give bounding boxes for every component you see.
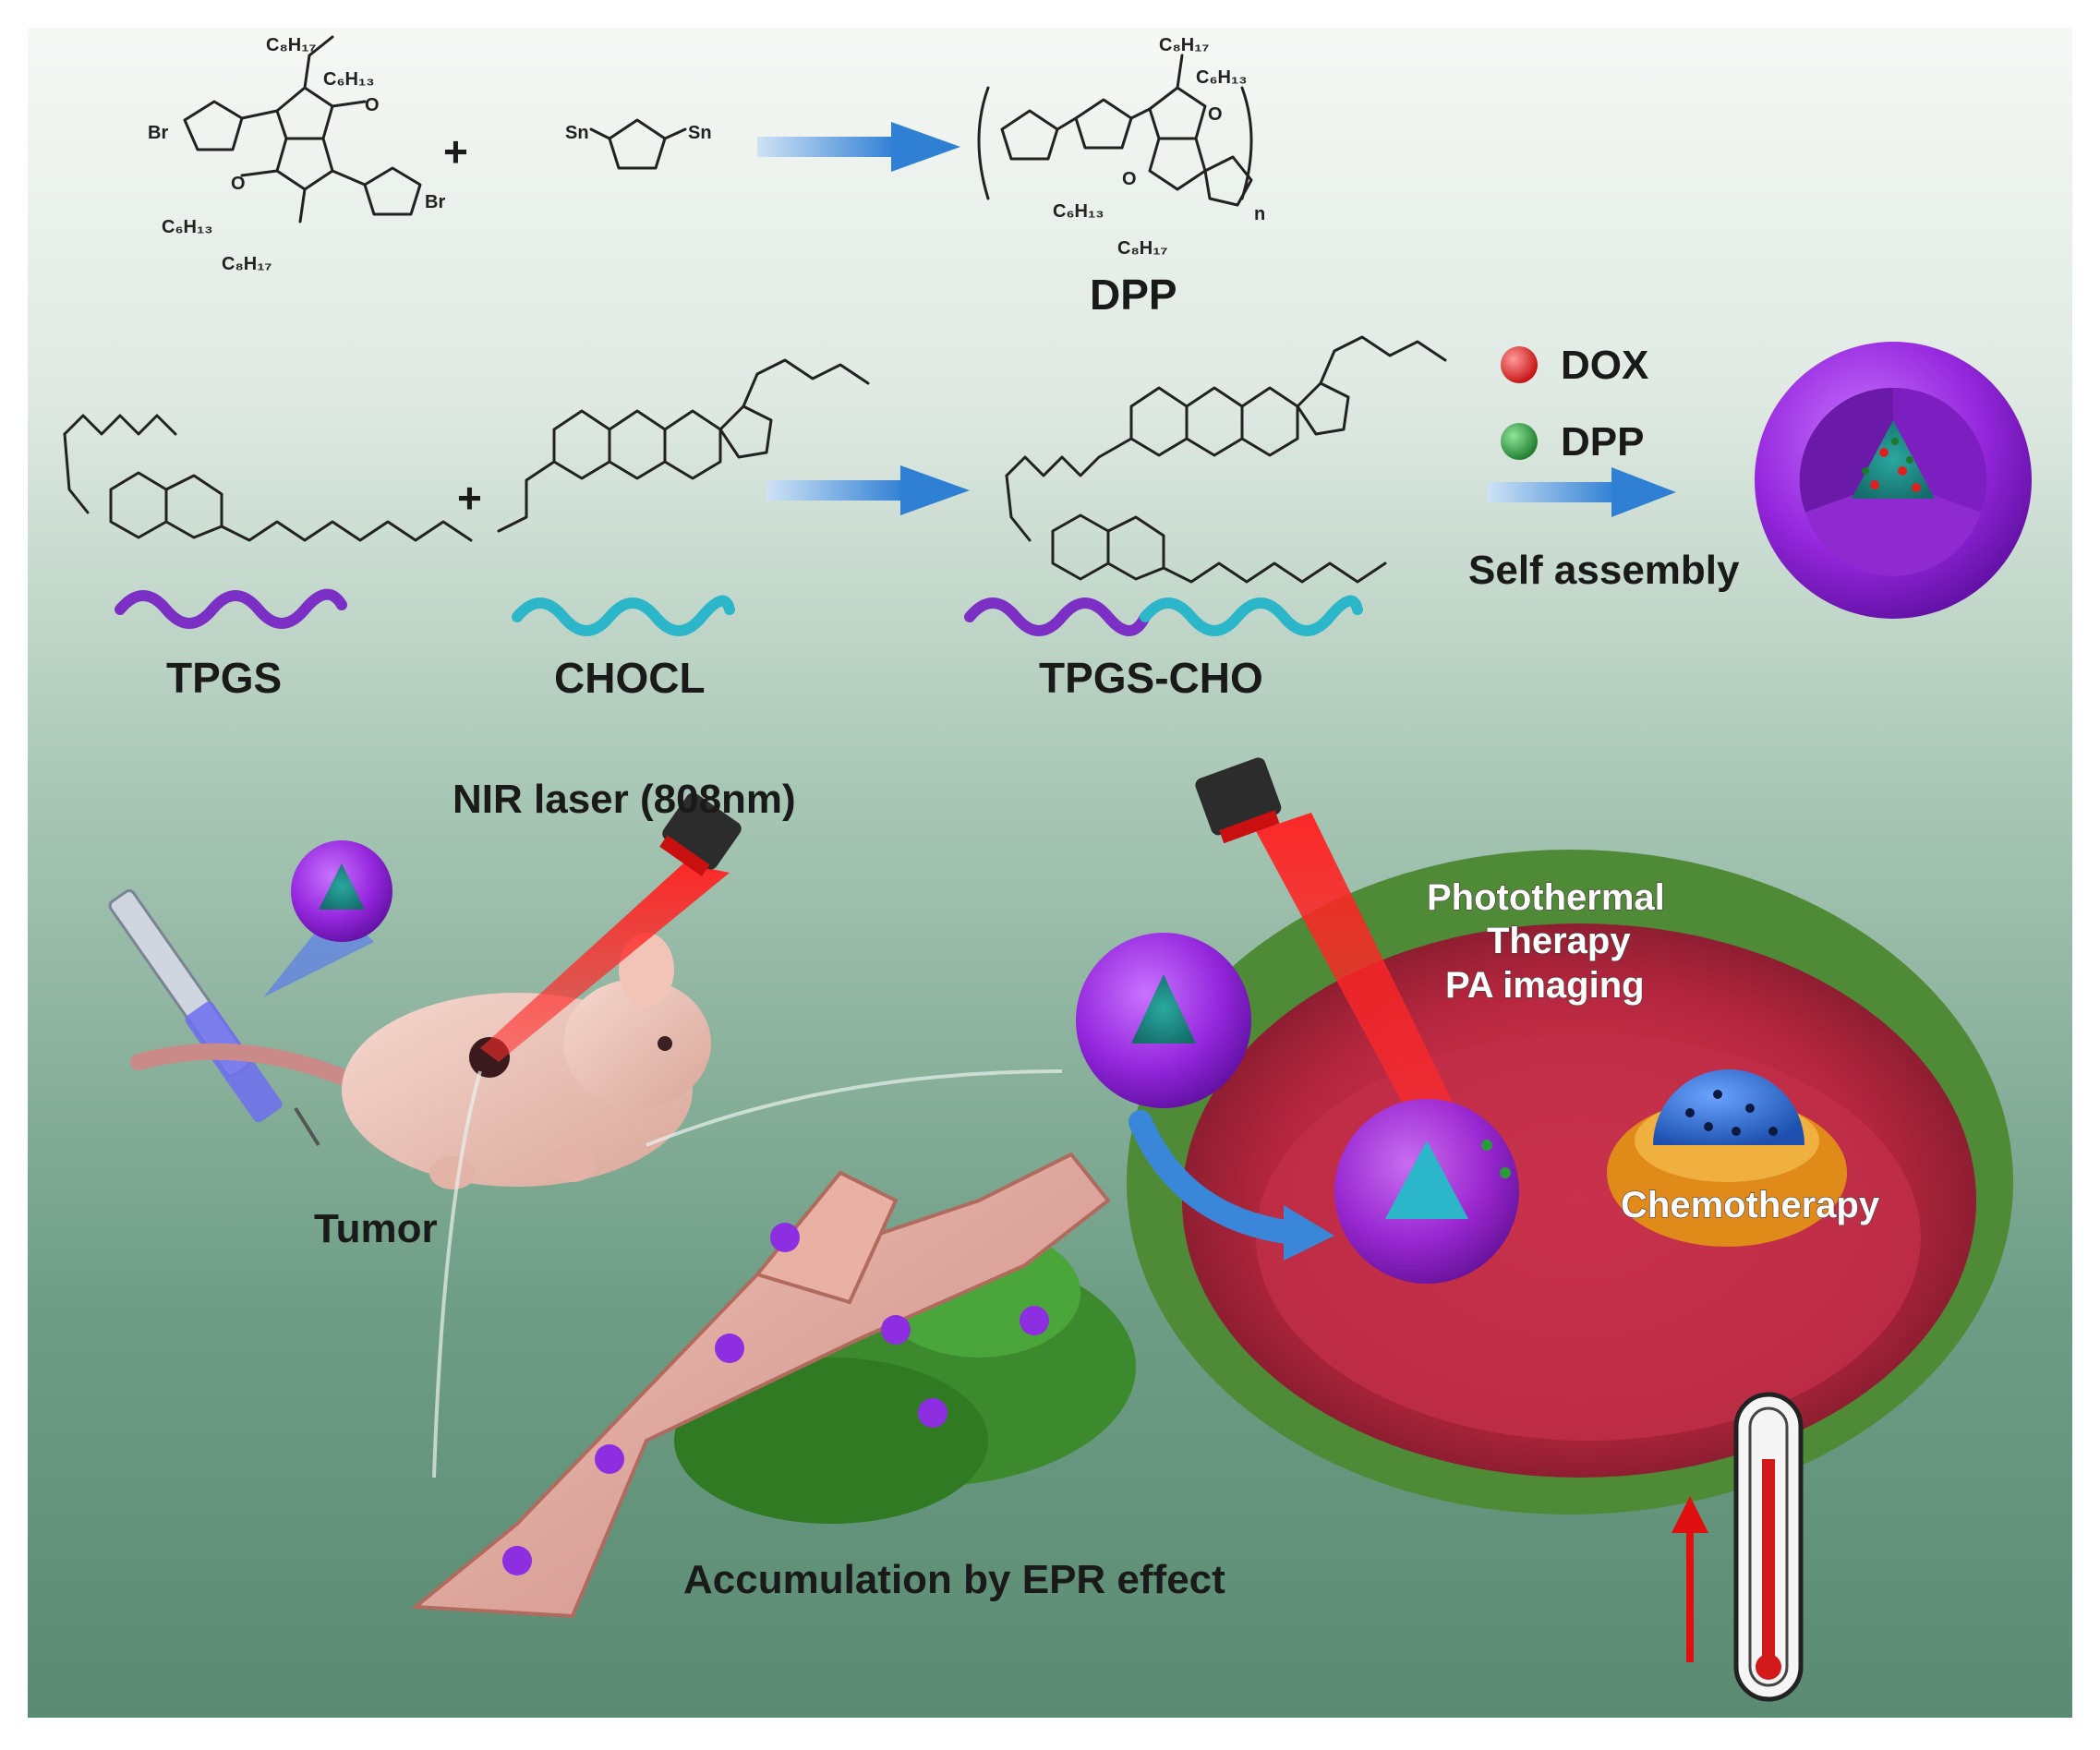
vessel-nanoparticle-2: [715, 1334, 744, 1363]
label-photothermal-line1: Photothermal: [1427, 877, 1665, 918]
label-photothermal-line2: Therapy: [1487, 921, 1631, 961]
polymer-alkyl-label-2: C₆H₁₃: [1196, 67, 1248, 88]
label-tpgs: TPGS: [166, 654, 282, 702]
reaction-arrow-1: [757, 122, 960, 172]
polymer-alkyl-label-3: C₆H₁₃: [1053, 201, 1104, 222]
monomer-distannyl-thiophene: Sn Sn: [565, 118, 712, 170]
dpp-legend-dot: [1501, 423, 1538, 460]
label-pa-imaging: PA imaging: [1445, 965, 1645, 1006]
svg-text:O: O: [231, 174, 246, 194]
monomer-dpp-dibromide: Br O O C₈H₁₇ C₆H₁₃ Br C₆H₁₃ C₈H₁₇: [148, 35, 445, 274]
tin-right-label: Sn: [688, 123, 712, 143]
assembled-nanoparticle: [1755, 342, 2032, 619]
tin-left-label: Sn: [565, 123, 589, 143]
tpgs-chain-icon: [115, 588, 347, 629]
vessel-nanoparticle-1: [770, 1223, 800, 1252]
nanoparticle-entering-cell: [1076, 933, 1251, 1108]
zoom-line-left: [432, 1070, 482, 1478]
nanoparticle-zoom-mouse: [291, 840, 392, 942]
nude-mouse-illustration: [130, 933, 711, 1189]
plus-sign-1: +: [443, 127, 468, 175]
tpgs-cho-chain-cho-part: [1140, 595, 1363, 636]
syringe-illustration: [108, 889, 320, 1147]
label-nir-laser: NIR laser (808nm): [453, 777, 796, 822]
alkyl-chain-label-1: C₈H₁₇: [266, 35, 317, 55]
thermometer-icon: [1733, 1392, 1804, 1702]
tpgs-structure: [63, 414, 473, 542]
cell-uptake-arrow: [1128, 1110, 1305, 1245]
label-dpp-polymer: DPP: [1090, 271, 1177, 319]
chocl-structure: [497, 358, 870, 533]
polymer-alkyl-label-1: C₈H₁₇: [1159, 35, 1210, 55]
vessel-nanoparticle-5: [881, 1315, 911, 1345]
vessel-nanoparticle-4: [502, 1546, 532, 1575]
label-chocl: CHOCL: [554, 654, 706, 702]
reaction-arrow-2: [766, 465, 970, 515]
bromine-left-label: Br: [148, 123, 168, 143]
laser-emitter-cell: [1195, 757, 1282, 844]
bromine-right-label: Br: [425, 192, 445, 212]
alkyl-chain-label-2: C₆H₁₃: [323, 69, 375, 90]
label-dox-legend: DOX: [1561, 343, 1648, 388]
svg-text:O: O: [365, 95, 380, 115]
tpgs-cho-chain-tpgs-part: [964, 597, 1151, 636]
dox-legend-dot: [1501, 346, 1538, 383]
alkyl-chain-label-3: C₆H₁₃: [162, 217, 213, 237]
nanoparticle-inside-cell: [1334, 1099, 1519, 1284]
alkyl-chain-label-4: C₈H₁₇: [222, 254, 272, 274]
plus-sign-2: +: [457, 474, 482, 522]
label-dpp-legend: DPP: [1561, 419, 1644, 465]
dpp-polymer-structure: O O C₈H₁₇ C₆H₁₃ C₆H₁₃ C₈H₁₇ n: [977, 35, 1265, 259]
laser-emitter-mouse: [659, 792, 742, 876]
blood-vessel: [410, 1152, 1111, 1619]
repeat-unit-n: n: [1254, 204, 1265, 224]
label-self-assembly: Self assembly: [1468, 548, 1740, 593]
svg-text:O: O: [1122, 169, 1137, 189]
label-epr: Accumulation by EPR effect: [683, 1557, 1225, 1602]
polymer-alkyl-label-4: C₈H₁₇: [1117, 238, 1168, 259]
svg-text:O: O: [1208, 104, 1223, 125]
temperature-rise-arrow: [1672, 1496, 1708, 1662]
cell-uptake-arrowhead: [1284, 1205, 1334, 1261]
nucleus-organelle: [1607, 1069, 1847, 1247]
vessel-nanoparticle-3: [595, 1444, 624, 1474]
label-chemotherapy: Chemotherapy: [1621, 1185, 1880, 1225]
tpgs-cho-structure: [1005, 335, 1447, 584]
self-assembly-arrow: [1487, 467, 1676, 517]
chocl-chain-icon: [512, 595, 735, 636]
label-tpgs-cho: TPGS-CHO: [1039, 654, 1263, 702]
vessel-nanoparticle-6: [1020, 1306, 1049, 1335]
vessel-nanoparticle-7: [918, 1398, 947, 1428]
zoom-line-right: [646, 1069, 1063, 1147]
laser-beam-mouse: [480, 863, 730, 1062]
label-tumor: Tumor: [314, 1206, 438, 1251]
